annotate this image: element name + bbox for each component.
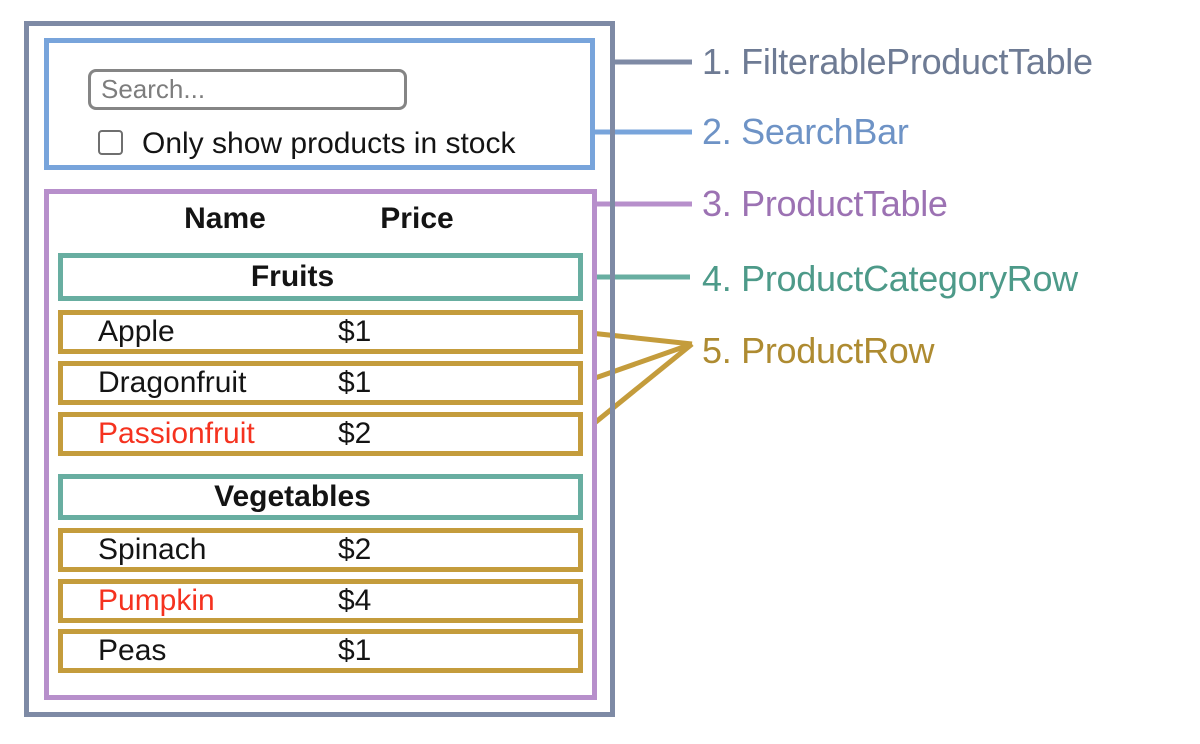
stock-checkbox-label: Only show products in stock (142, 127, 516, 160)
product-name: Apple (98, 315, 175, 348)
product-name: Peas (98, 634, 167, 667)
product-price: $4 (338, 584, 372, 617)
column-header-price: Price (380, 202, 454, 235)
column-header-name: Name (184, 202, 266, 235)
product-price: $1 (338, 366, 372, 399)
stock-checkbox[interactable] (98, 130, 123, 155)
filterable-product-table-box (24, 21, 615, 717)
category-row-vegetables: Vegetables (58, 474, 583, 520)
product-price: $2 (338, 533, 372, 566)
legend-label-product-row: 5. ProductRow (702, 330, 935, 371)
category-label: Fruits (250, 260, 335, 293)
product-row-apple: Apple $1 (58, 310, 583, 354)
category-label: Vegetables (214, 480, 371, 513)
product-price: $2 (338, 417, 372, 450)
legend-label-search-bar: 2. SearchBar (702, 111, 909, 152)
product-name: Spinach (98, 533, 207, 566)
product-price: $1 (338, 315, 372, 348)
search-input[interactable] (88, 69, 407, 110)
product-name: Dragonfruit (98, 366, 247, 399)
product-row-dragonfruit: Dragonfruit $1 (58, 361, 583, 405)
category-row-fruits: Fruits (58, 253, 583, 301)
product-price: $1 (338, 634, 372, 667)
product-row-spinach: Spinach $2 (58, 528, 583, 572)
legend-label-product-table: 3. ProductTable (702, 183, 948, 224)
product-row-passionfruit: Passionfruit $2 (58, 412, 583, 456)
product-name: Pumpkin (98, 584, 215, 617)
product-row-peas: Peas $1 (58, 629, 583, 673)
product-row-pumpkin: Pumpkin $4 (58, 579, 583, 623)
legend-label-product-category-row: 4. ProductCategoryRow (702, 258, 1078, 299)
product-name: Passionfruit (98, 417, 255, 450)
legend-label-filterable-product-table: 1. FilterableProductTable (702, 41, 1093, 82)
